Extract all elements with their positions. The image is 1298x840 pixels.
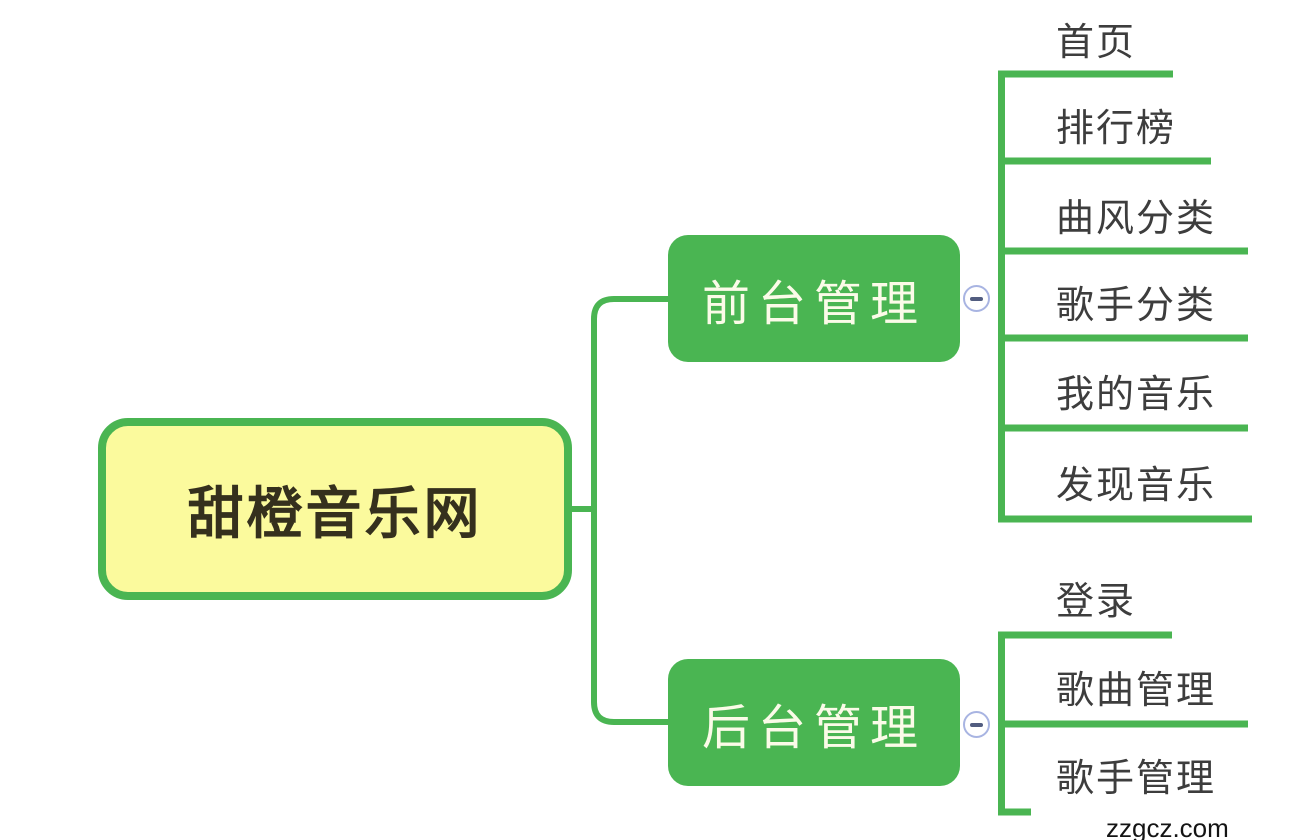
child-node-back-2[interactable]: 歌曲管理 (1056, 670, 1217, 712)
child-node-back-1[interactable]: 登录 (1056, 581, 1137, 623)
child-node-front-6[interactable]: 发现音乐 (1056, 465, 1217, 507)
minus-icon (970, 296, 983, 301)
collapse-button-front[interactable] (963, 285, 990, 312)
watermark-text: zzgcz.com (1106, 813, 1229, 840)
branch-node-front[interactable]: 前台管理 (668, 235, 960, 362)
trunk-top-line (591, 296, 668, 509)
branch-back-label: 后台管理 (701, 701, 926, 755)
branch-node-back[interactable]: 后台管理 (668, 659, 960, 786)
child-node-front-2[interactable]: 排行榜 (1056, 108, 1177, 150)
child-node-back-3[interactable]: 歌手管理 (1056, 758, 1217, 800)
child-node-front-1[interactable]: 首页 (1056, 22, 1137, 64)
root-node-label: 甜橙音乐网 (187, 481, 483, 545)
branch-front-label: 前台管理 (701, 277, 926, 331)
child-node-front-3[interactable]: 曲风分类 (1056, 198, 1217, 240)
trunk-bottom-line (591, 509, 668, 725)
collapse-button-back[interactable] (963, 711, 990, 738)
minus-icon (970, 722, 983, 727)
child-node-front-5[interactable]: 我的音乐 (1056, 374, 1217, 416)
root-node[interactable]: 甜橙音乐网 (98, 418, 572, 600)
child-node-front-4[interactable]: 歌手分类 (1056, 285, 1217, 327)
